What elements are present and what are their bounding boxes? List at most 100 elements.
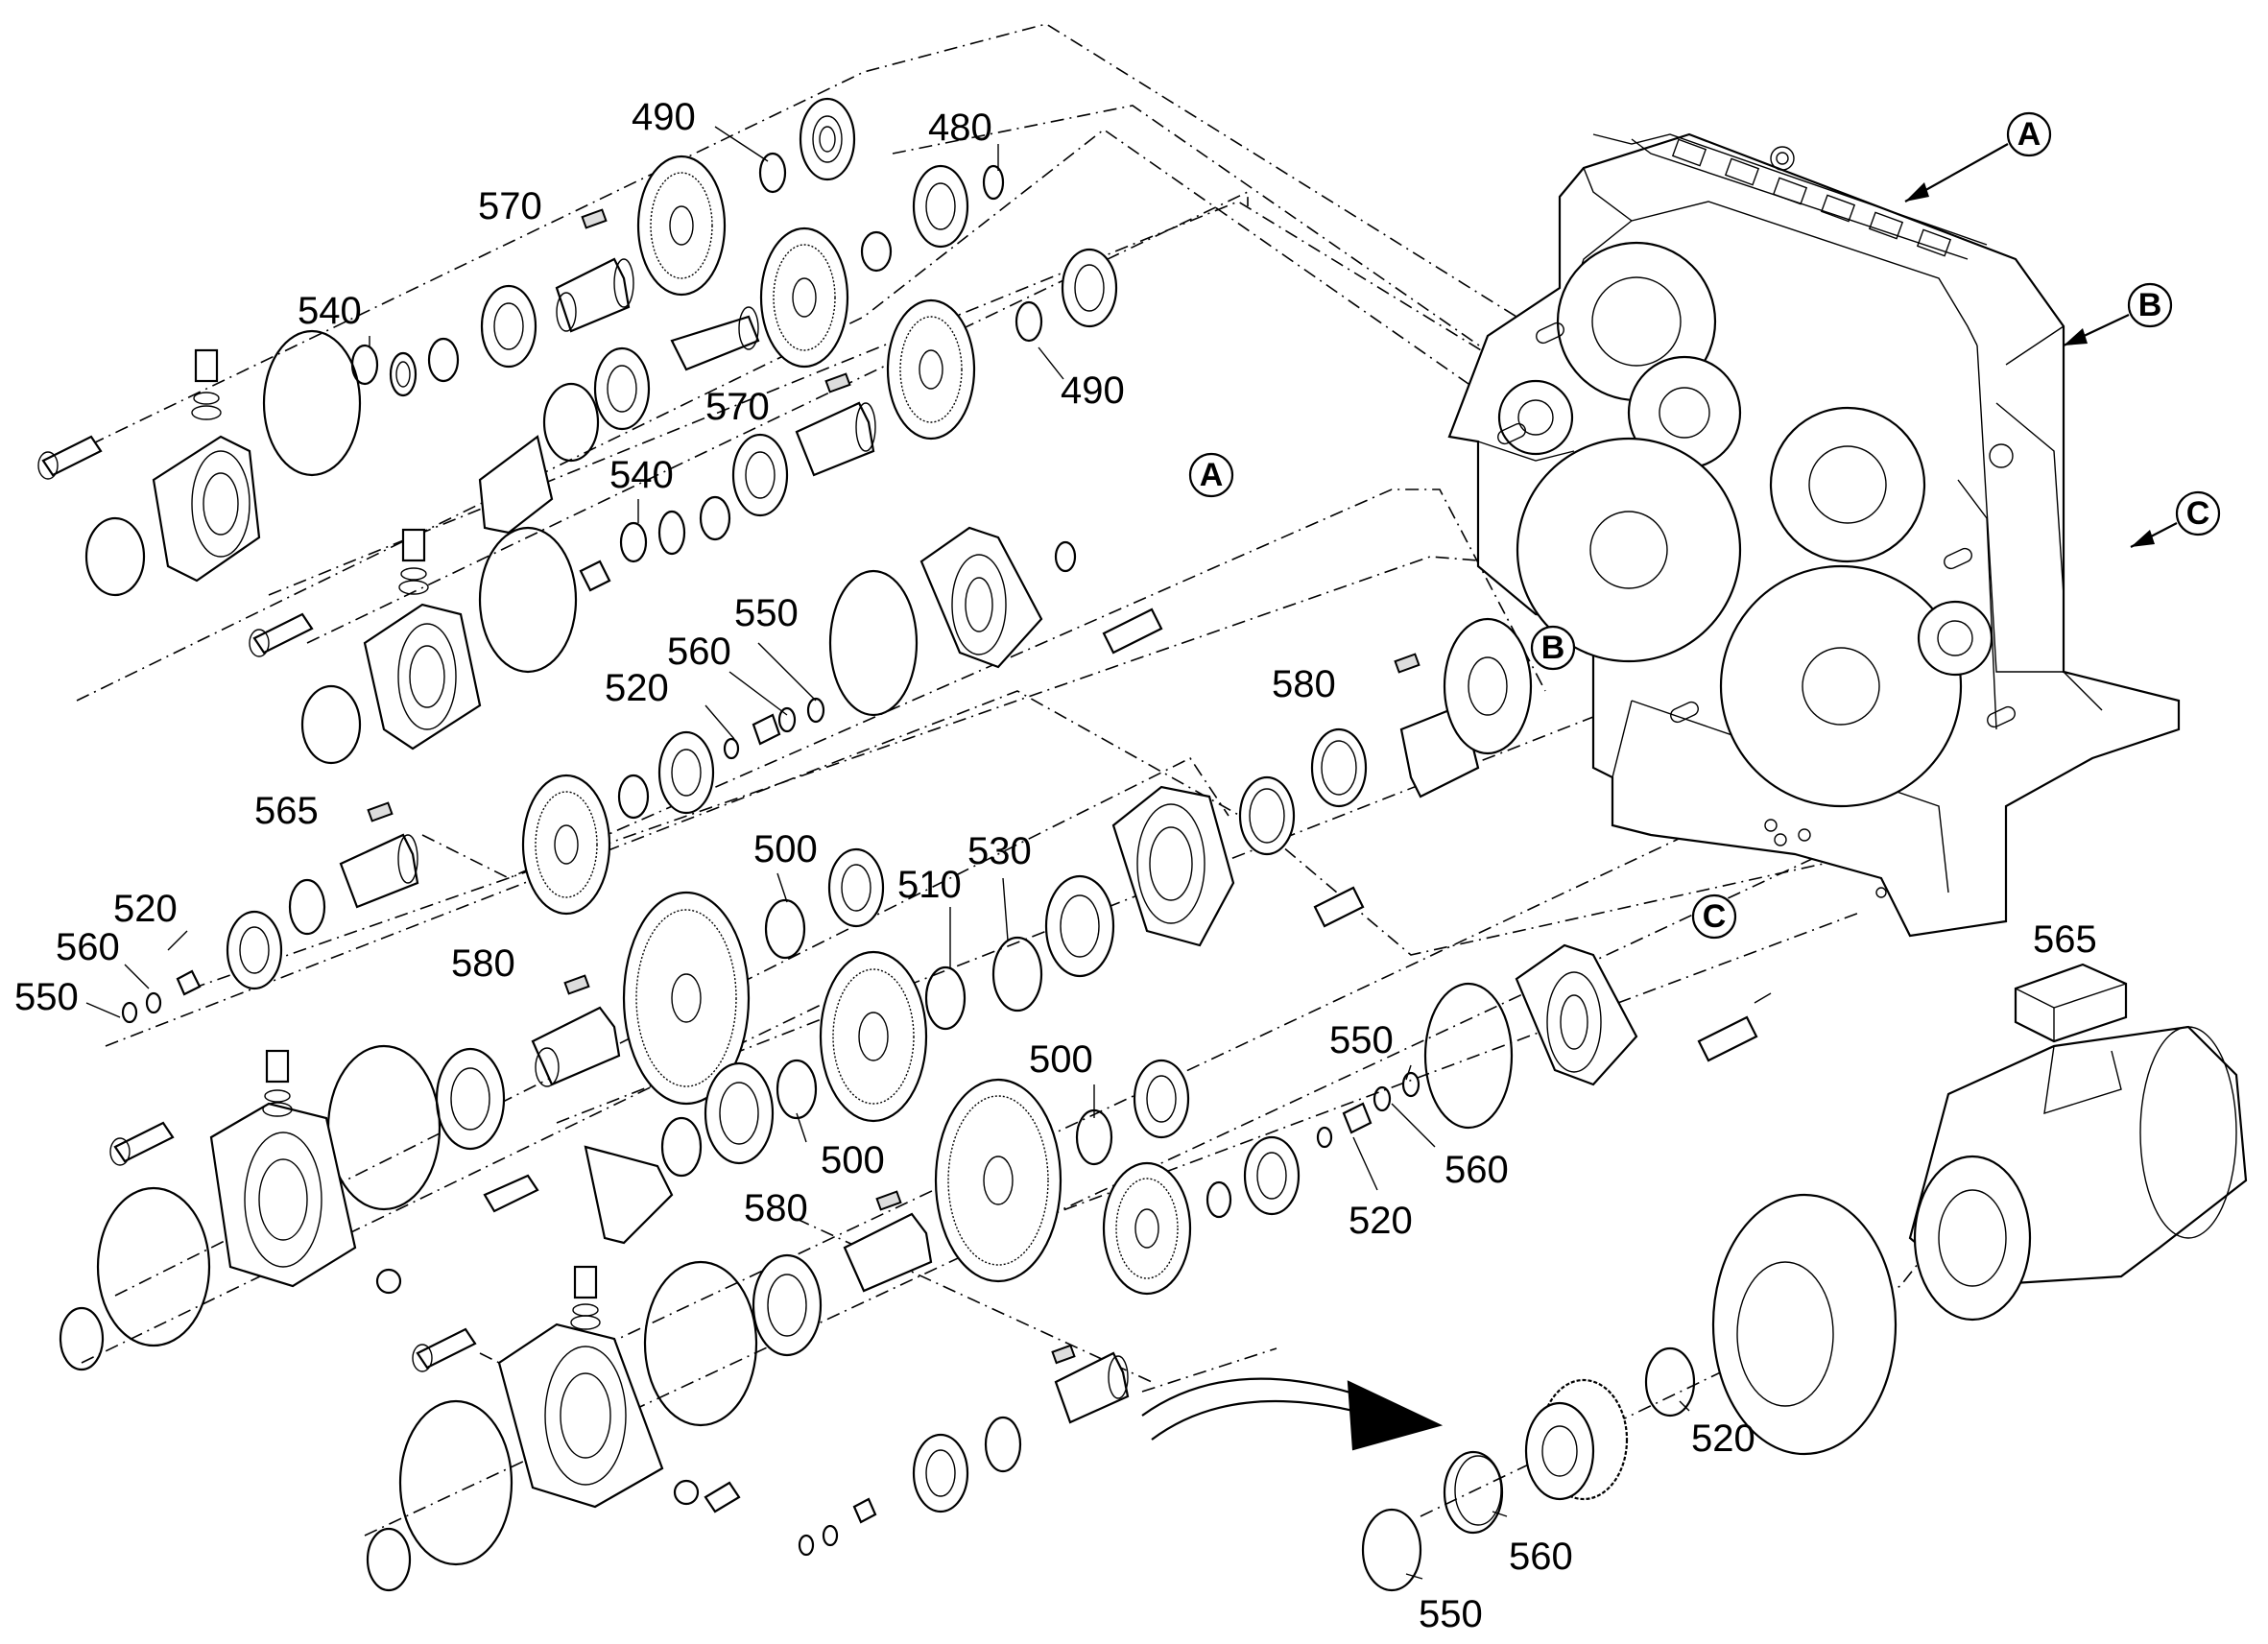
label-490-a: 490 bbox=[632, 96, 696, 138]
bearing-500-a bbox=[764, 847, 885, 960]
snap-ring-490-a bbox=[758, 152, 787, 194]
shaft-580-c bbox=[752, 1190, 933, 1357]
label-520-b: 520 bbox=[113, 888, 178, 930]
bolt-vertical-sixth bbox=[262, 1049, 293, 1117]
label-530: 530 bbox=[967, 830, 1032, 872]
detail-sleeve bbox=[1711, 1193, 1898, 1456]
gear-large-top bbox=[636, 155, 727, 297]
gear-large-fifth-row bbox=[622, 891, 751, 1106]
cover-housing-fifth-row bbox=[1111, 785, 1365, 947]
callout-circles: A B C A B C bbox=[1188, 111, 2221, 940]
shaft-580-b bbox=[531, 974, 621, 1087]
detail-snap-ring-520 bbox=[1644, 1346, 1696, 1418]
gear-sixth-row-center bbox=[819, 950, 928, 1123]
label-550-c: 550 bbox=[1329, 1019, 1394, 1061]
label-550-b: 550 bbox=[14, 976, 79, 1018]
label-510: 510 bbox=[897, 864, 962, 906]
bearing-top-490 bbox=[799, 97, 856, 181]
label-580-c: 580 bbox=[744, 1187, 808, 1229]
snap-ring-left-eighth bbox=[366, 1527, 412, 1592]
detail-coupling-shaft bbox=[1908, 1025, 2248, 1322]
bearing-fourth-row bbox=[617, 730, 715, 820]
cover-cap-c bbox=[1316, 943, 1758, 1149]
label-580-a: 580 bbox=[1272, 663, 1336, 705]
callout-a-top: A bbox=[1904, 111, 2052, 203]
seal-rings-fifth-row bbox=[1238, 727, 1368, 856]
bolt-sixth-left bbox=[109, 1121, 175, 1166]
pinion-565-a bbox=[121, 801, 419, 1024]
o-ring-small-third bbox=[300, 684, 362, 765]
bolt-top-left bbox=[37, 435, 103, 480]
cover-flange-eighth bbox=[497, 1322, 741, 1513]
label-560-a: 560 bbox=[667, 631, 731, 673]
detail-key-565 bbox=[2014, 963, 2128, 1043]
bolt-vertical-eighth bbox=[570, 1265, 601, 1330]
bolt-third-left bbox=[249, 612, 314, 657]
label-560-c: 560 bbox=[1444, 1149, 1509, 1191]
part-labels: 490 480 570 540 490 570 540 550 560 520 … bbox=[14, 96, 2097, 1635]
bearing-490-b bbox=[1061, 248, 1118, 328]
o-ring-large-sixth bbox=[326, 1044, 442, 1211]
callout-c-top: C bbox=[2130, 490, 2221, 548]
snap-ring-490-b bbox=[1015, 300, 1043, 343]
label-540-a: 540 bbox=[298, 290, 362, 332]
label-520-a: 520 bbox=[605, 667, 669, 709]
label-550-d: 550 bbox=[1419, 1593, 1483, 1635]
bearing-seventh-right bbox=[1206, 1135, 1301, 1219]
bracket-plate bbox=[483, 1116, 703, 1245]
label-490-b: 490 bbox=[1061, 369, 1125, 412]
gear-second-row bbox=[759, 226, 893, 369]
svg-text:B: B bbox=[2138, 287, 2162, 323]
label-540-b: 540 bbox=[609, 454, 674, 496]
label-565-a: 565 bbox=[254, 790, 319, 832]
bearing-top-left bbox=[480, 284, 537, 369]
bearing-500-b-assembly bbox=[704, 1059, 818, 1165]
pinion-565-lower bbox=[798, 1344, 1130, 1557]
label-560-b: 560 bbox=[56, 926, 120, 968]
bolt-vertical-top bbox=[191, 348, 222, 420]
gear-seventh-right bbox=[1102, 1161, 1192, 1296]
svg-text:C: C bbox=[2186, 495, 2210, 532]
gear-fourth-row bbox=[521, 774, 611, 916]
rings-540-b bbox=[619, 495, 731, 563]
cover-flange-third bbox=[363, 603, 482, 751]
o-ring-large-top bbox=[262, 329, 362, 477]
bolt-eighth-left bbox=[412, 1327, 477, 1372]
cover-second-row bbox=[478, 435, 554, 535]
bearing-500-c-assembly bbox=[1075, 1059, 1190, 1166]
bolt-vertical-third bbox=[398, 528, 429, 595]
label-570-b: 570 bbox=[705, 386, 770, 428]
leader-lines bbox=[85, 126, 1772, 1580]
svg-text:C: C bbox=[1703, 898, 1727, 935]
label-500-c: 500 bbox=[821, 1139, 885, 1181]
o-ring-large-left-sixth bbox=[96, 1186, 211, 1347]
snap-ring-530 bbox=[991, 936, 1043, 1013]
snap-ring-480 bbox=[982, 164, 1005, 201]
detail-arrow bbox=[1141, 1377, 1444, 1451]
bearing-480 bbox=[912, 164, 969, 249]
gear-third-row bbox=[886, 298, 976, 441]
svg-text:A: A bbox=[2017, 116, 2041, 153]
pinion-shaft-570-a bbox=[555, 208, 634, 333]
o-ring-large-left-eighth bbox=[398, 1399, 513, 1566]
bearing-sixth-row bbox=[435, 1047, 506, 1151]
bearing-second-row bbox=[593, 346, 651, 431]
detail-snap-ring-550 bbox=[1361, 1508, 1422, 1592]
shaft-second-row bbox=[670, 306, 760, 371]
detail-ring-560 bbox=[1443, 1450, 1504, 1535]
label-580-b: 580 bbox=[451, 942, 515, 985]
spring-third-row bbox=[579, 560, 611, 592]
snap-ring-510 bbox=[924, 965, 967, 1031]
label-500-b: 500 bbox=[1029, 1038, 1093, 1081]
label-565-b: 565 bbox=[2033, 918, 2097, 961]
svg-text:A: A bbox=[1200, 457, 1224, 493]
bearing-530 bbox=[1044, 874, 1115, 978]
callout-c-mid: C bbox=[1691, 893, 1737, 940]
label-560-d: 560 bbox=[1509, 1536, 1573, 1578]
cover-flange-top bbox=[152, 435, 261, 583]
small-parts-550-560-520 bbox=[723, 697, 825, 760]
snap-ring-left-sixth bbox=[59, 1306, 105, 1371]
o-ring-second-row bbox=[542, 382, 600, 463]
o-ring-small-top-left bbox=[84, 516, 146, 597]
